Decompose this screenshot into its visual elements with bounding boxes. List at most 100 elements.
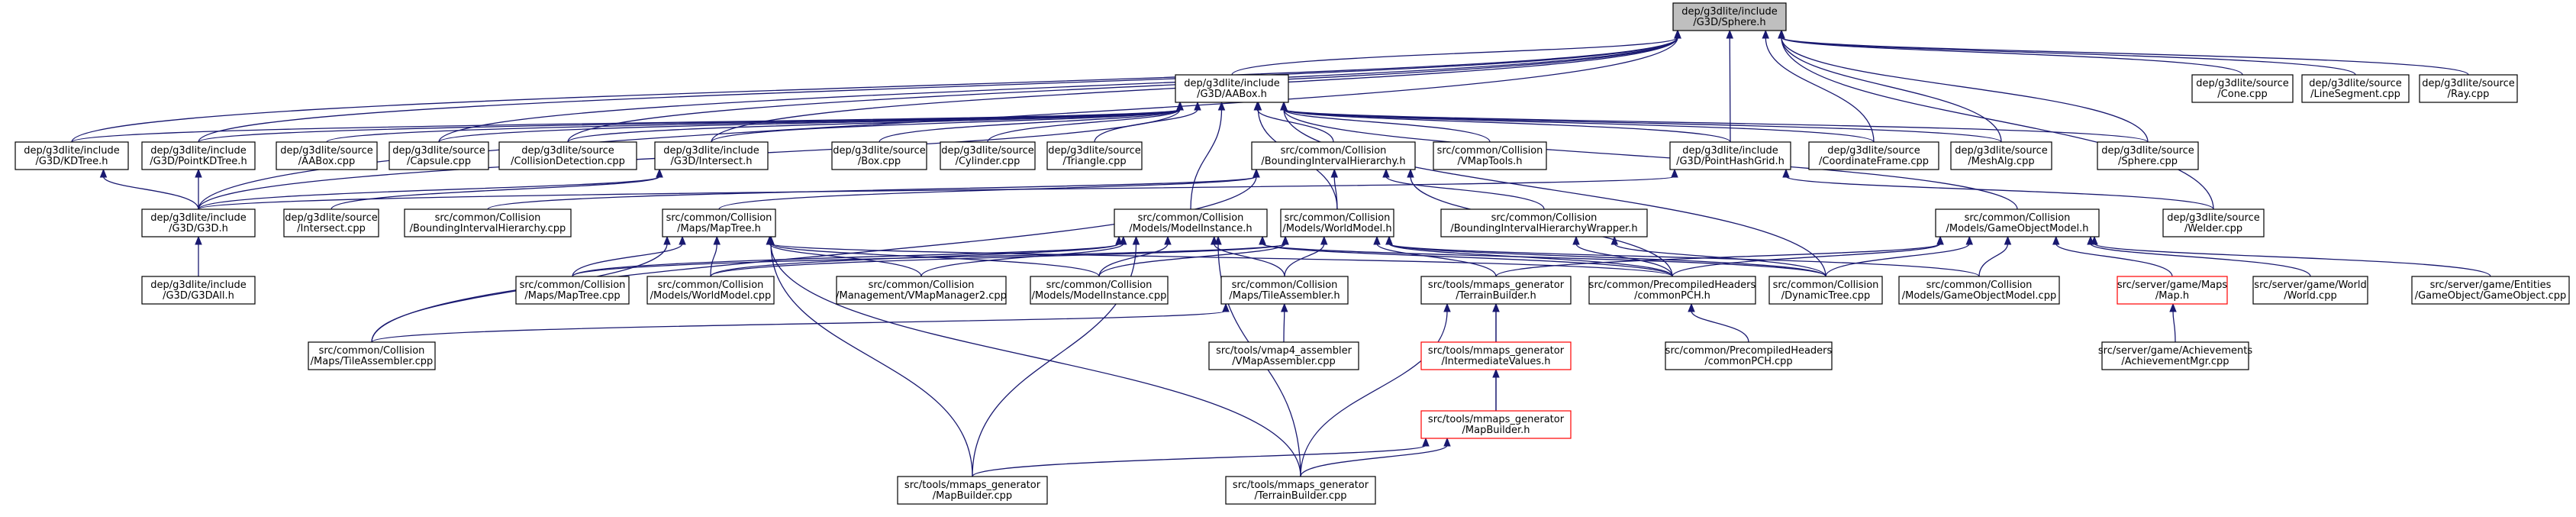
node-box	[2191, 74, 2294, 103]
node-label-line: /Cone.cpp	[2217, 89, 2267, 100]
graph-node-vmapassembler-cpp[interactable]: src/tools/vmap4_assembler/VMapAssembler.…	[1208, 341, 1359, 370]
graph-node-mapbuilder-h[interactable]: src/tools/mmaps_generator/MapBuilder.h	[1420, 410, 1572, 439]
arrowhead-icon	[1443, 437, 1451, 447]
graph-node-kdtree-h[interactable]: dep/g3dlite/include/G3D/KDTree.h	[15, 141, 129, 170]
graph-node-aabox-h[interactable]: dep/g3dlite/include/G3D/AABox.h	[1175, 74, 1289, 103]
graph-node-maptree-cpp[interactable]: src/common/Collision/Maps/MapTree.cpp	[515, 276, 630, 305]
graph-edge	[1825, 235, 1973, 277]
graph-edge	[1688, 302, 1749, 343]
node-box	[1220, 276, 1349, 305]
graph-node-g3dall-h[interactable]: dep/g3dlite/include/G3D/G3DAll.h	[141, 276, 256, 305]
arrowhead-icon	[1382, 168, 1390, 178]
graph-edge	[330, 168, 663, 210]
arrowhead-icon	[1782, 168, 1790, 178]
graph-edge	[1495, 235, 1944, 277]
node-label-line: dep/g3dlite/source	[941, 145, 1034, 157]
graph-node-tileassembler-cpp[interactable]: src/common/Collision/Maps/TileAssembler.…	[308, 341, 436, 370]
graph-node-bih-h[interactable]: src/common/Collision/BoundingIntervalHie…	[1251, 141, 1416, 170]
graph-node-achievementmgr-cpp[interactable]: src/server/game/Achievements/Achievement…	[2098, 341, 2253, 370]
graph-node-tileassembler-h[interactable]: src/common/Collision/Maps/TileAssembler.…	[1220, 276, 1349, 305]
node-label-line: /Sphere.cpp	[2118, 156, 2178, 167]
node-label-line: src/tools/mmaps_generator	[1233, 480, 1369, 491]
node-label-line: src/common/Collision	[1046, 280, 1153, 291]
graph-node-vmapmanager2-cpp[interactable]: src/common/Collision/Management/VMapMana…	[836, 276, 1007, 305]
arrowhead-icon	[1936, 235, 1944, 245]
graph-node-world-cpp[interactable]: src/server/game/World/World.cpp	[2252, 276, 2368, 305]
graph-edge	[1300, 302, 1451, 477]
arrowhead-icon	[1217, 101, 1226, 111]
arrowhead-icon	[1281, 302, 1288, 312]
node-label-line: src/common/Collision	[1437, 145, 1543, 157]
graph-node-maptree-h[interactable]: src/common/Collision/Maps/MapTree.h	[662, 208, 776, 237]
graph-node-gameobjectmodel-cpp[interactable]: src/common/Collision/Models/GameObjectMo…	[1898, 276, 2060, 305]
graph-node-commonpch-h[interactable]: src/common/PrecompiledHeaders/commonPCH.…	[1588, 276, 1756, 305]
graph-node-ray-cpp[interactable]: dep/g3dlite/source/Ray.cpp	[2419, 74, 2518, 103]
graph-node-coordinateframe-cpp[interactable]: dep/g3dlite/source/CoordinateFrame.cpp	[1808, 141, 1939, 170]
graph-edge	[1373, 235, 1497, 277]
graph-edge	[1098, 235, 1172, 277]
graph-edge	[767, 235, 1301, 477]
graph-edge	[572, 235, 686, 277]
graph-node-triangle-cpp[interactable]: dep/g3dlite/source/Triangle.cpp	[1046, 141, 1143, 170]
graph-edge	[198, 168, 1678, 210]
graph-edge	[1284, 235, 1328, 277]
graph-node-capsule-cpp[interactable]: dep/g3dlite/source/Capsule.cpp	[388, 141, 489, 170]
graph-node-mapbuilder-cpp[interactable]: src/tools/mmaps_generator/MapBuilder.cpp	[897, 476, 1048, 505]
node-label-line: src/common/PrecompiledHeaders	[1665, 345, 1833, 357]
graph-node-aabox-cpp[interactable]: dep/g3dlite/source/AABox.cpp	[276, 141, 378, 170]
arrowhead-icon	[2052, 235, 2060, 245]
graph-node-worldmodel-cpp[interactable]: src/common/Collision/Models/WorldModel.c…	[646, 276, 775, 305]
graph-node-sphere-h[interactable]: dep/g3dlite/include/G3D/Sphere.h	[1672, 2, 1787, 31]
graph-edge	[1281, 302, 1288, 343]
graph-node-commonpch-cpp[interactable]: src/common/PrecompiledHeaders/commonPCH.…	[1665, 341, 1833, 370]
graph-node-vmaptools-h[interactable]: src/common/Collision/VMapTools.h	[1433, 141, 1547, 170]
graph-edge	[767, 235, 973, 477]
node-label-line: /CoordinateFrame.cpp	[1819, 156, 1929, 167]
node-label-line: src/common/Collision	[1232, 280, 1338, 291]
graph-node-modelinstance-h[interactable]: src/common/Collision/Models/ModelInstanc…	[1114, 208, 1268, 237]
node-box	[1420, 276, 1572, 305]
graph-node-gameobject-cpp[interactable]: src/server/game/Entities/GameObject/Game…	[2411, 276, 2570, 305]
node-label-line: src/common/Collision	[1965, 212, 2071, 224]
graph-node-welder-cpp[interactable]: dep/g3dlite/source/Welder.cpp	[2162, 208, 2265, 237]
arrowhead-icon	[1164, 235, 1172, 245]
graph-node-dynamictree-cpp[interactable]: src/common/Collision/DynamicTree.cpp	[1768, 276, 1883, 305]
node-label-line: /G3D/AABox.h	[1197, 89, 1267, 100]
graph-edge	[1572, 235, 1673, 277]
arrowhead-icon	[1253, 168, 1260, 178]
node-label-line: /Triangle.cpp	[1062, 156, 1126, 167]
node-label-line: /G3D/G3DAll.h	[163, 290, 234, 302]
node-box	[1935, 208, 2100, 237]
graph-node-terrainbuilder-cpp[interactable]: src/tools/mmaps_generator/TerrainBuilder…	[1225, 476, 1376, 505]
graph-node-bih-cpp[interactable]: src/common/Collision/BoundingIntervalHie…	[404, 208, 572, 237]
graph-node-terrainbuilder-h[interactable]: src/tools/mmaps_generator/TerrainBuilder…	[1420, 276, 1572, 305]
graph-node-linesegment-cpp[interactable]: dep/g3dlite/source/LineSegment.cpp	[2301, 74, 2410, 103]
graph-node-box-cpp[interactable]: dep/g3dlite/source/Box.cpp	[831, 141, 927, 170]
graph-node-bihwrapper-h[interactable]: src/common/Collision/BoundingIntervalHie…	[1440, 208, 1648, 237]
graph-node-pointkdtree-h[interactable]: dep/g3dlite/include/G3D/PointKDTree.h	[141, 141, 256, 170]
graph-node-worldmodel-h[interactable]: src/common/Collision/Models/WorldModel.h	[1280, 208, 1394, 237]
graph-node-collisiondetection-cpp[interactable]: dep/g3dlite/source/CollisionDetection.cp…	[498, 141, 637, 170]
graph-node-sphere-cpp[interactable]: dep/g3dlite/source/Sphere.cpp	[2097, 141, 2199, 170]
graph-node-cylinder-cpp[interactable]: dep/g3dlite/source/Cylinder.cpp	[940, 141, 1036, 170]
node-label-line: src/server/game/World	[2254, 280, 2366, 291]
graph-node-gameobjectmodel-h[interactable]: src/common/Collision/Models/GameObjectMo…	[1935, 208, 2100, 237]
graph-node-cone-cpp[interactable]: dep/g3dlite/source/Cone.cpp	[2191, 74, 2294, 103]
graph-node-map-h[interactable]: src/server/game/Maps/Map.h	[2117, 276, 2228, 305]
graph-node-intersect-cpp[interactable]: dep/g3dlite/source/Intersect.cpp	[283, 208, 379, 237]
graph-node-meshalg-cpp[interactable]: dep/g3dlite/source/MeshAlg.cpp	[1950, 141, 2052, 170]
graph-node-pointhashgrid-h[interactable]: dep/g3dlite/include/G3D/PointHashGrid.h	[1669, 141, 1791, 170]
arrowhead-icon	[1320, 235, 1328, 245]
node-label-line: src/common/Collision	[658, 280, 764, 291]
node-label-line: /Models/ModelInstance.h	[1129, 223, 1252, 234]
graph-node-g3d-h[interactable]: dep/g3dlite/include/G3D/G3D.h	[141, 208, 256, 237]
graph-edge	[1211, 235, 1285, 277]
node-label-line: dep/g3dlite/include	[663, 145, 759, 157]
graph-node-intermediatevalues-h[interactable]: src/tools/mmaps_generator/IntermediateVa…	[1420, 341, 1572, 370]
node-label-line: /Maps/TileAssembler.h	[1229, 290, 1340, 302]
arrowhead-icon	[679, 235, 686, 245]
graph-node-modelinstance-cpp[interactable]: src/common/Collision/Models/ModelInstanc…	[1030, 276, 1169, 305]
node-box	[2117, 276, 2228, 305]
graph-node-intersect-h[interactable]: dep/g3dlite/include/G3D/Intersect.h	[654, 141, 769, 170]
